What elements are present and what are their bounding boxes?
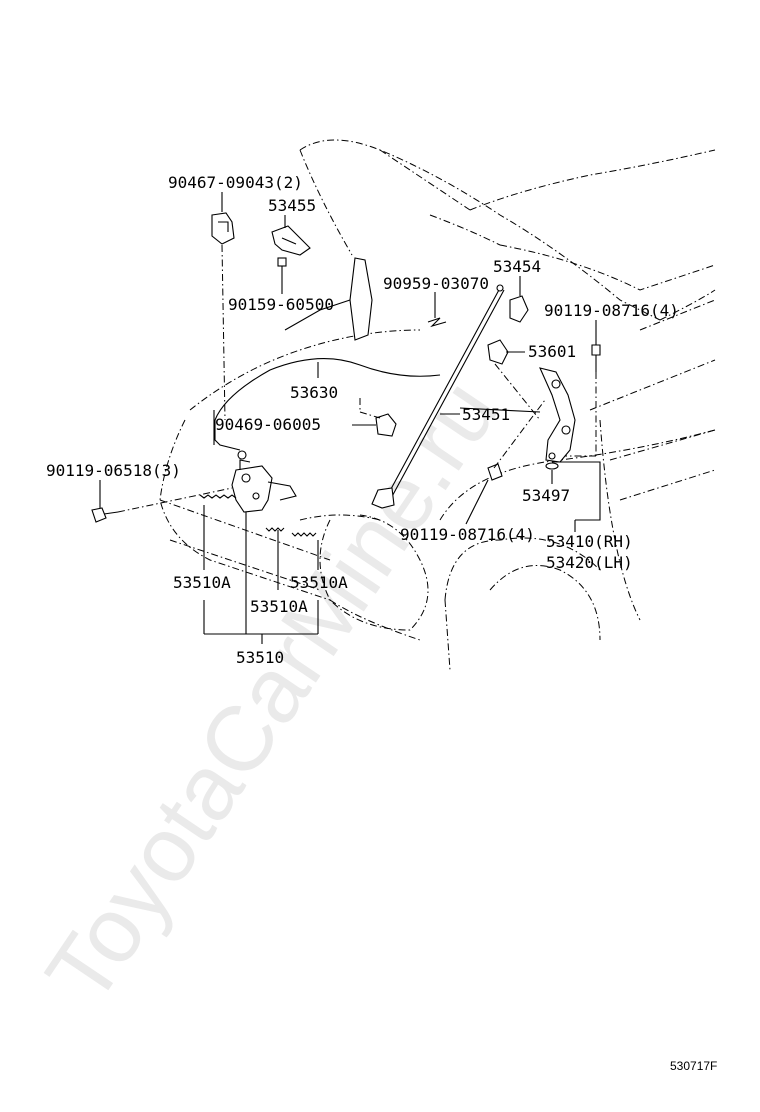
label-90467-09043: 90467-09043(2) — [168, 173, 303, 192]
support-rod-53451 — [371, 284, 505, 509]
bolt-90119-08716-bottom — [487, 463, 503, 481]
hinge-53410-part — [539, 367, 576, 463]
bolt-90119-06518 — [91, 507, 119, 523]
bolt-90119-08716-top — [591, 344, 601, 372]
screw-90159-part — [277, 257, 287, 282]
washer-53497-part — [545, 462, 559, 470]
label-90469-06005: 90469-06005 — [215, 415, 321, 434]
label-53454: 53454 — [493, 257, 541, 276]
label-90119-08716-top: 90119-08716(4) — [544, 301, 679, 320]
label-53510a-center: 53510A — [250, 597, 308, 616]
spring-center — [265, 527, 285, 532]
spring-right — [291, 532, 317, 537]
cushion-53455-part — [271, 225, 311, 256]
label-90119-08716-bottom: 90119-08716(4) — [400, 525, 535, 544]
label-53510a-right: 53510A — [290, 573, 348, 592]
label-53451: 53451 — [462, 405, 510, 424]
hood-lock-support — [284, 257, 373, 341]
label-53497: 53497 — [522, 486, 570, 505]
car-body-outline — [159, 139, 716, 671]
label-53601: 53601 — [528, 342, 576, 361]
drawing-id: 530717F — [670, 1059, 717, 1073]
label-53410-rh: 53410(RH) — [546, 532, 633, 551]
spring-left — [199, 494, 237, 499]
label-53510: 53510 — [236, 648, 284, 667]
label-53510a-left: 53510A — [173, 573, 231, 592]
label-53420-lh: 53420(LH) — [546, 553, 633, 572]
label-90959-03070: 90959-03070 — [383, 274, 489, 293]
label-53630: 53630 — [290, 383, 338, 402]
holder-53454-part — [509, 295, 529, 323]
label-90159-60500: 90159-60500 — [228, 295, 334, 314]
clip-90467-part — [211, 212, 235, 245]
label-90119-06518: 90119-06518(3) — [46, 461, 181, 480]
clip-90469-part — [375, 413, 397, 437]
clamp-90959-part — [427, 317, 447, 328]
cushion-53601-part — [487, 339, 509, 365]
leader-lines — [99, 192, 601, 644]
label-53455: 53455 — [268, 196, 316, 215]
release-cable-53630 — [214, 358, 441, 451]
hood-lock-53510-part — [231, 459, 297, 513]
